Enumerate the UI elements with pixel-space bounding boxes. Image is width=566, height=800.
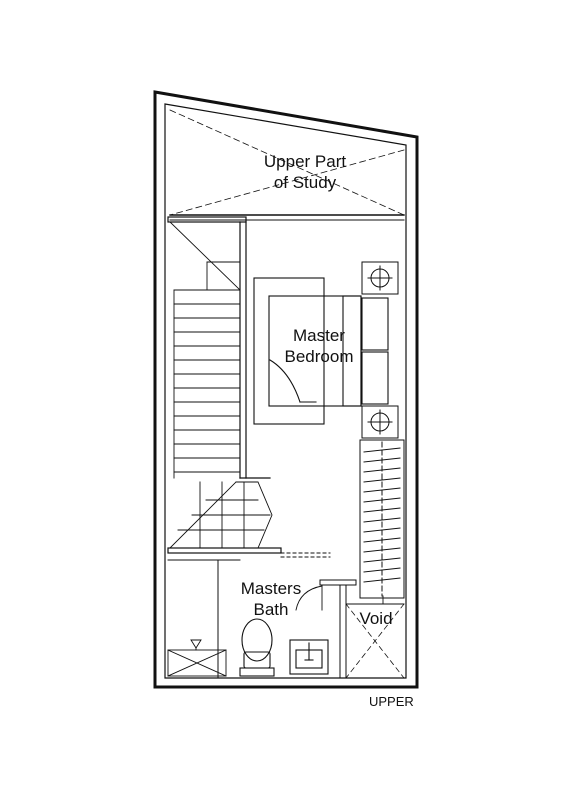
room-label-line: Master bbox=[293, 326, 345, 345]
room-label-line: Masters bbox=[240, 579, 302, 598]
room-label-line: Upper Part bbox=[263, 152, 347, 171]
wardrobe bbox=[359, 439, 405, 599]
sink bbox=[289, 639, 329, 675]
staircase bbox=[169, 221, 273, 549]
outer-wall bbox=[153, 90, 419, 689]
room-label-master-bedroom: Master Bedroom bbox=[264, 325, 374, 367]
room-label-line: Bedroom bbox=[284, 347, 354, 366]
room-label-void: Void bbox=[350, 608, 402, 629]
room-label-line: Bath bbox=[253, 600, 289, 619]
toilet bbox=[239, 618, 275, 677]
room-label-line: of Study bbox=[273, 173, 337, 192]
bedside-table-top bbox=[361, 261, 399, 295]
bedside-table-bottom bbox=[361, 405, 399, 439]
outer-wall-inner bbox=[164, 103, 407, 679]
shower bbox=[167, 639, 227, 677]
bed bbox=[253, 277, 389, 425]
room-label-line: Void bbox=[359, 609, 393, 628]
room-label-upper-study: Upper Part of Study bbox=[240, 151, 370, 193]
room-label-master-bath: Masters Bath bbox=[226, 578, 316, 620]
level-label: UPPER bbox=[369, 694, 414, 709]
